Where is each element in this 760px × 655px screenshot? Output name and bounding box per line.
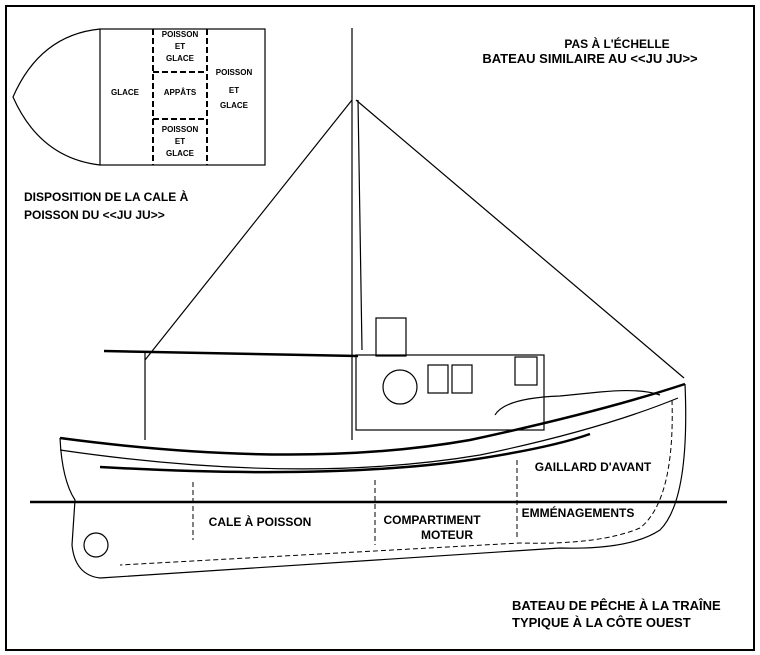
hold-bow-outline <box>12 28 101 166</box>
hold-bottom-3: GLACE <box>166 149 195 158</box>
hold-bottom-1: POISSON <box>162 125 199 134</box>
label-engine-2: MOTEUR <box>421 528 473 542</box>
hold-caption-2: POISSON DU <<JU JU>> <box>24 208 165 222</box>
hold-right-3: GLACE <box>220 101 249 110</box>
frame-border <box>5 5 755 651</box>
hold-right-2: ET <box>229 86 239 95</box>
hold-bottom-2: ET <box>175 137 185 146</box>
footer-caption-1: BATEAU DE PÊCHE À LA TRAÎNE <box>512 598 721 613</box>
porthole <box>382 369 418 405</box>
stack <box>375 317 407 357</box>
stay-fore <box>355 99 685 379</box>
guard-rail <box>99 432 591 474</box>
hold-outline <box>99 28 266 166</box>
hold-bait: APPÂTS <box>164 88 197 97</box>
window-3 <box>514 356 538 386</box>
cabin <box>355 354 545 431</box>
mast-second <box>357 99 363 351</box>
label-forecastle: GAILLARD D'AVANT <box>535 460 652 474</box>
foredeck-cabin <box>494 389 661 416</box>
bow-keel <box>99 383 687 579</box>
propeller <box>83 532 109 558</box>
hold-glace: GLACE <box>111 88 140 97</box>
window-2 <box>451 364 473 394</box>
sheer-line <box>59 382 686 456</box>
stay-aft <box>144 99 353 361</box>
boom <box>103 349 359 358</box>
label-accommodations: EMMÉNAGEMENTS <box>522 505 635 520</box>
label-fish-hold: CALE À POISSON <box>209 514 312 529</box>
hold-top-1: POISSON <box>162 30 199 39</box>
fish-hold-plan: GLACE POISSON ET GLACE APPÂTS POISSON ET… <box>12 28 266 222</box>
scale-note: PAS À L'ÉCHELLE <box>564 36 669 51</box>
boat-drawing <box>30 28 727 579</box>
hold-top-3: GLACE <box>166 54 195 63</box>
similar-note: BATEAU SIMILAIRE AU <<JU JU>> <box>482 51 698 66</box>
label-engine-1: COMPARTIMENT <box>383 513 481 527</box>
stern <box>59 437 101 579</box>
footer-caption-2: TYPIQUE À LA CÔTE OUEST <box>512 615 691 630</box>
hold-top-2: ET <box>175 42 185 51</box>
inner-hull <box>119 399 673 566</box>
hold-right-1: POISSON <box>216 68 253 77</box>
hold-caption-1: DISPOSITION DE LA CALE À <box>24 189 189 204</box>
rub-rail <box>59 397 679 470</box>
window-1 <box>427 364 449 394</box>
